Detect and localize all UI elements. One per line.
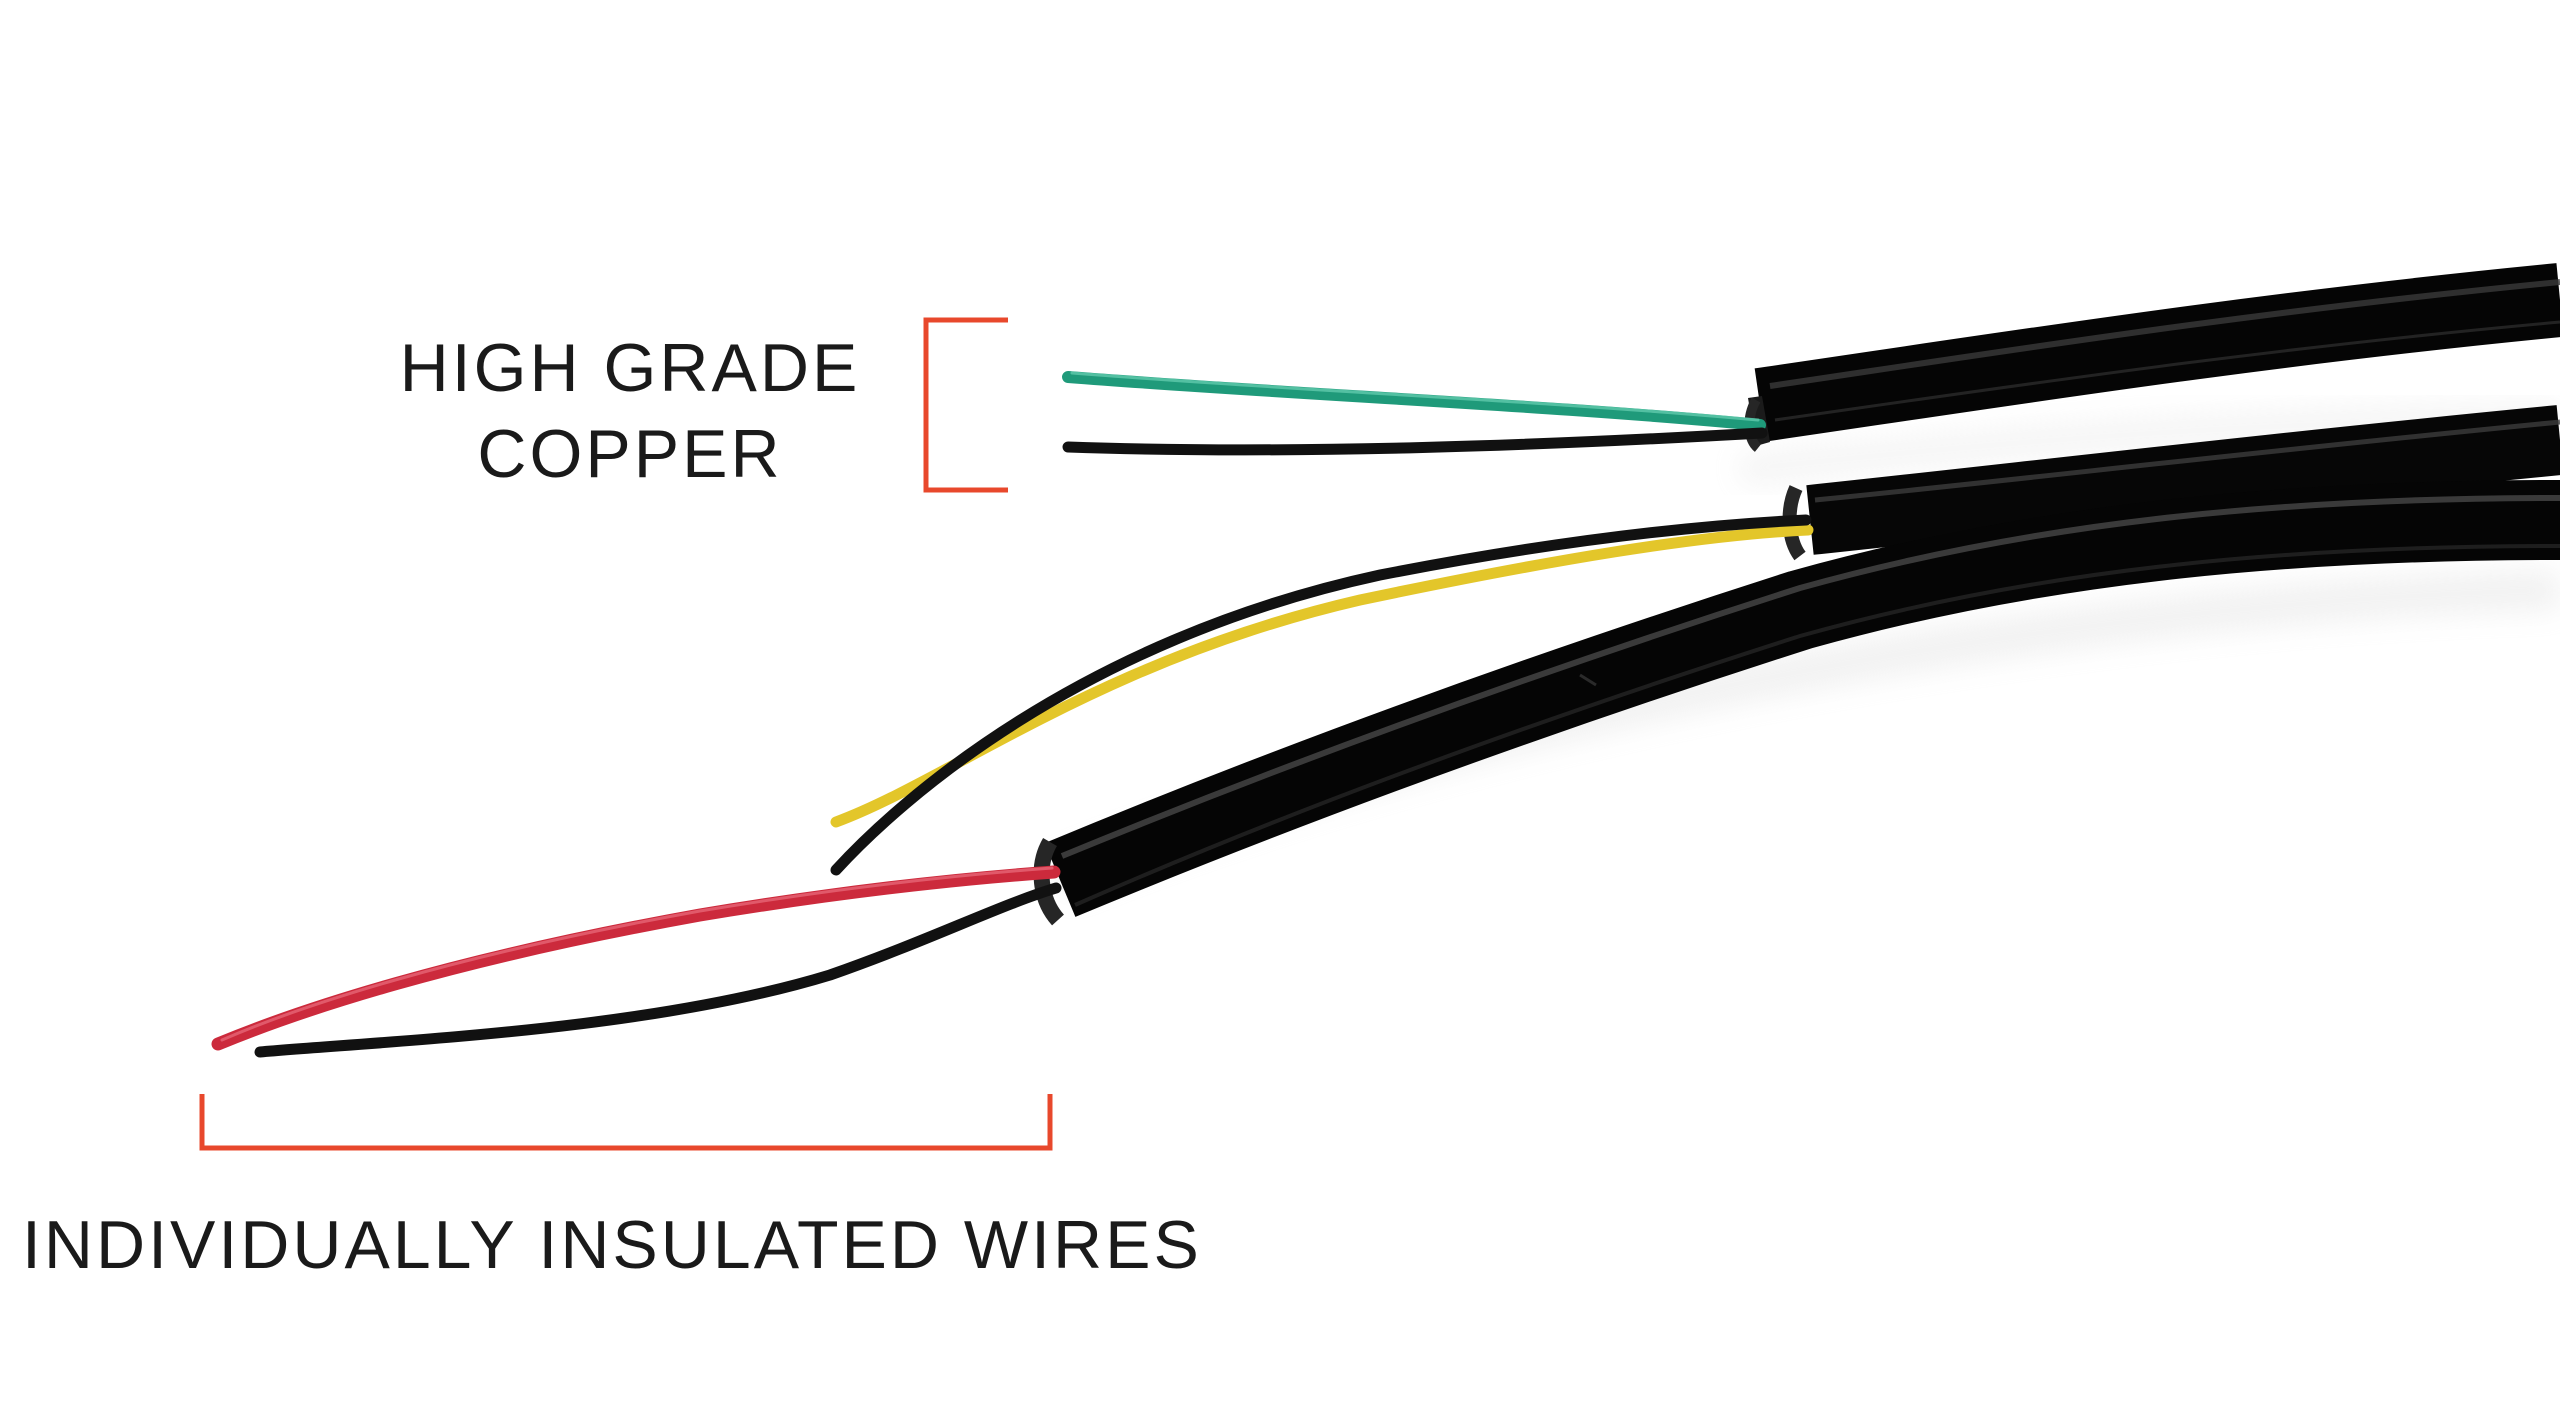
- cable-jacket-highlight: [1769, 279, 2560, 389]
- cable-jacket-highlight: [1060, 495, 2560, 859]
- copper-label-line2: COPPER: [477, 416, 783, 492]
- copper-label: HIGH GRADE COPPER: [330, 325, 930, 497]
- cable-jacket-top: [1754, 263, 2560, 442]
- wire-red: [211, 865, 1061, 1051]
- cable-jacket-highlight: [1074, 544, 2560, 907]
- wire-black-middle: [830, 514, 1812, 876]
- cable-jacket-highlight: [1774, 320, 2560, 422]
- wires-label: INDIVIDUALLY INSULATED WIRES: [22, 1207, 1202, 1283]
- bracket-wires: [199, 1094, 1053, 1151]
- wire-black-bottom: [254, 882, 1062, 1058]
- wire-red-highlight: [220, 866, 1054, 1042]
- cable-seam: [1579, 673, 1597, 687]
- cable-jacket-bottom: [1044, 480, 2560, 917]
- cable-cut-end: [1033, 837, 1065, 926]
- bracket-copper: [923, 317, 1008, 493]
- copper-label-line1: HIGH GRADE: [399, 330, 861, 406]
- bottom-cable: [1033, 480, 2560, 926]
- cable-jacket-middle: [1806, 405, 2560, 555]
- wire-green-highlight: [1070, 371, 1760, 422]
- cable-jacket-highlight: [1814, 419, 2560, 503]
- wire-black-top: [1062, 427, 1768, 456]
- wire-green: [1062, 371, 1766, 431]
